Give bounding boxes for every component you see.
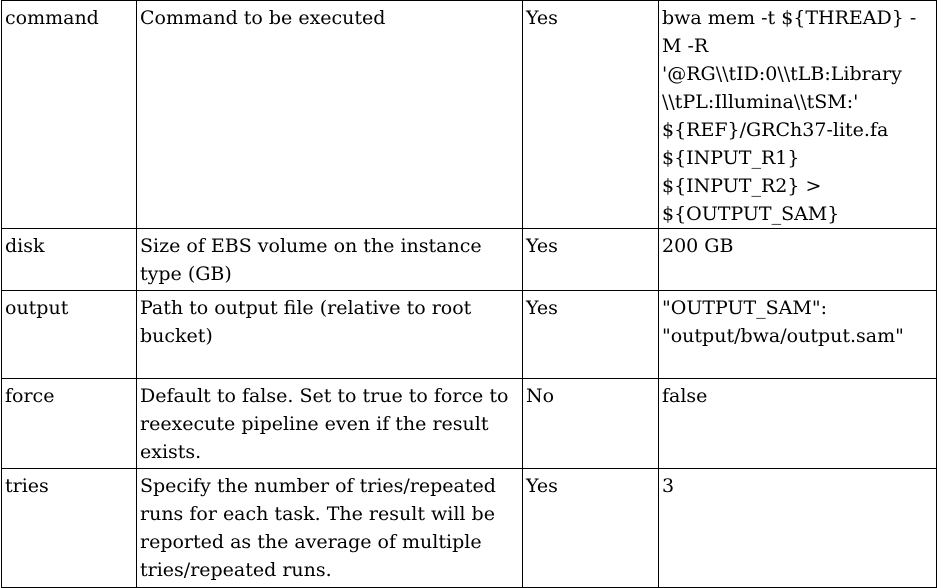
param-value-line: \\tPL:Illumina\\tSM:' [662,91,859,113]
param-name: force [1,378,137,469]
param-description: Command to be executed [136,0,523,229]
param-value-line: 3 [662,475,675,497]
param-value-line: 200 GB [662,235,734,257]
param-value-line: bwa mem -t ${THREAD} - [662,7,917,29]
table-row: force Default to false. Set to true to f… [1,378,937,469]
param-description: Default to false. Set to true to force t… [136,378,523,469]
param-required: No [522,378,659,469]
param-value: 200 GB [658,228,937,291]
param-required: Yes [522,0,659,229]
param-value-line: ${OUTPUT_SAM} [662,203,840,225]
param-name: output [1,290,137,379]
table-row: disk Size of EBS volume on the instance … [1,228,937,291]
param-description: Size of EBS volume on the instance type … [136,228,523,291]
param-value-line: "OUTPUT_SAM": [662,297,827,319]
param-required: Yes [522,290,659,379]
param-value: false [658,378,937,469]
param-name: command [1,0,137,229]
param-value-line: M -R [662,35,709,57]
table-row: tries Specify the number of tries/repeat… [1,468,937,588]
param-required: Yes [522,228,659,291]
param-value-line: ${INPUT_R1} [662,147,800,169]
param-value-line: "output/bwa/output.sam" [662,325,904,347]
param-value-line: false [662,385,708,407]
param-value-line: ${INPUT_R2} > [662,175,822,197]
param-value-line: '@RG\\tID:0\\tLB:Library [662,63,902,85]
param-name: tries [1,468,137,588]
table-row: output Path to output file (relative to … [1,290,937,379]
param-description: Specify the number of tries/repeated run… [136,468,523,588]
param-value: "OUTPUT_SAM": "output/bwa/output.sam" [658,290,937,379]
param-required: Yes [522,468,659,588]
param-value: bwa mem -t ${THREAD} - M -R '@RG\\tID:0\… [658,0,937,229]
param-value-line: ${REF}/GRCh37-lite.fa [662,119,889,141]
param-name: disk [1,228,137,291]
param-description: Path to output file (relative to root bu… [136,290,523,379]
table-row: command Command to be executed Yes bwa m… [1,0,937,229]
param-value: 3 [658,468,937,588]
